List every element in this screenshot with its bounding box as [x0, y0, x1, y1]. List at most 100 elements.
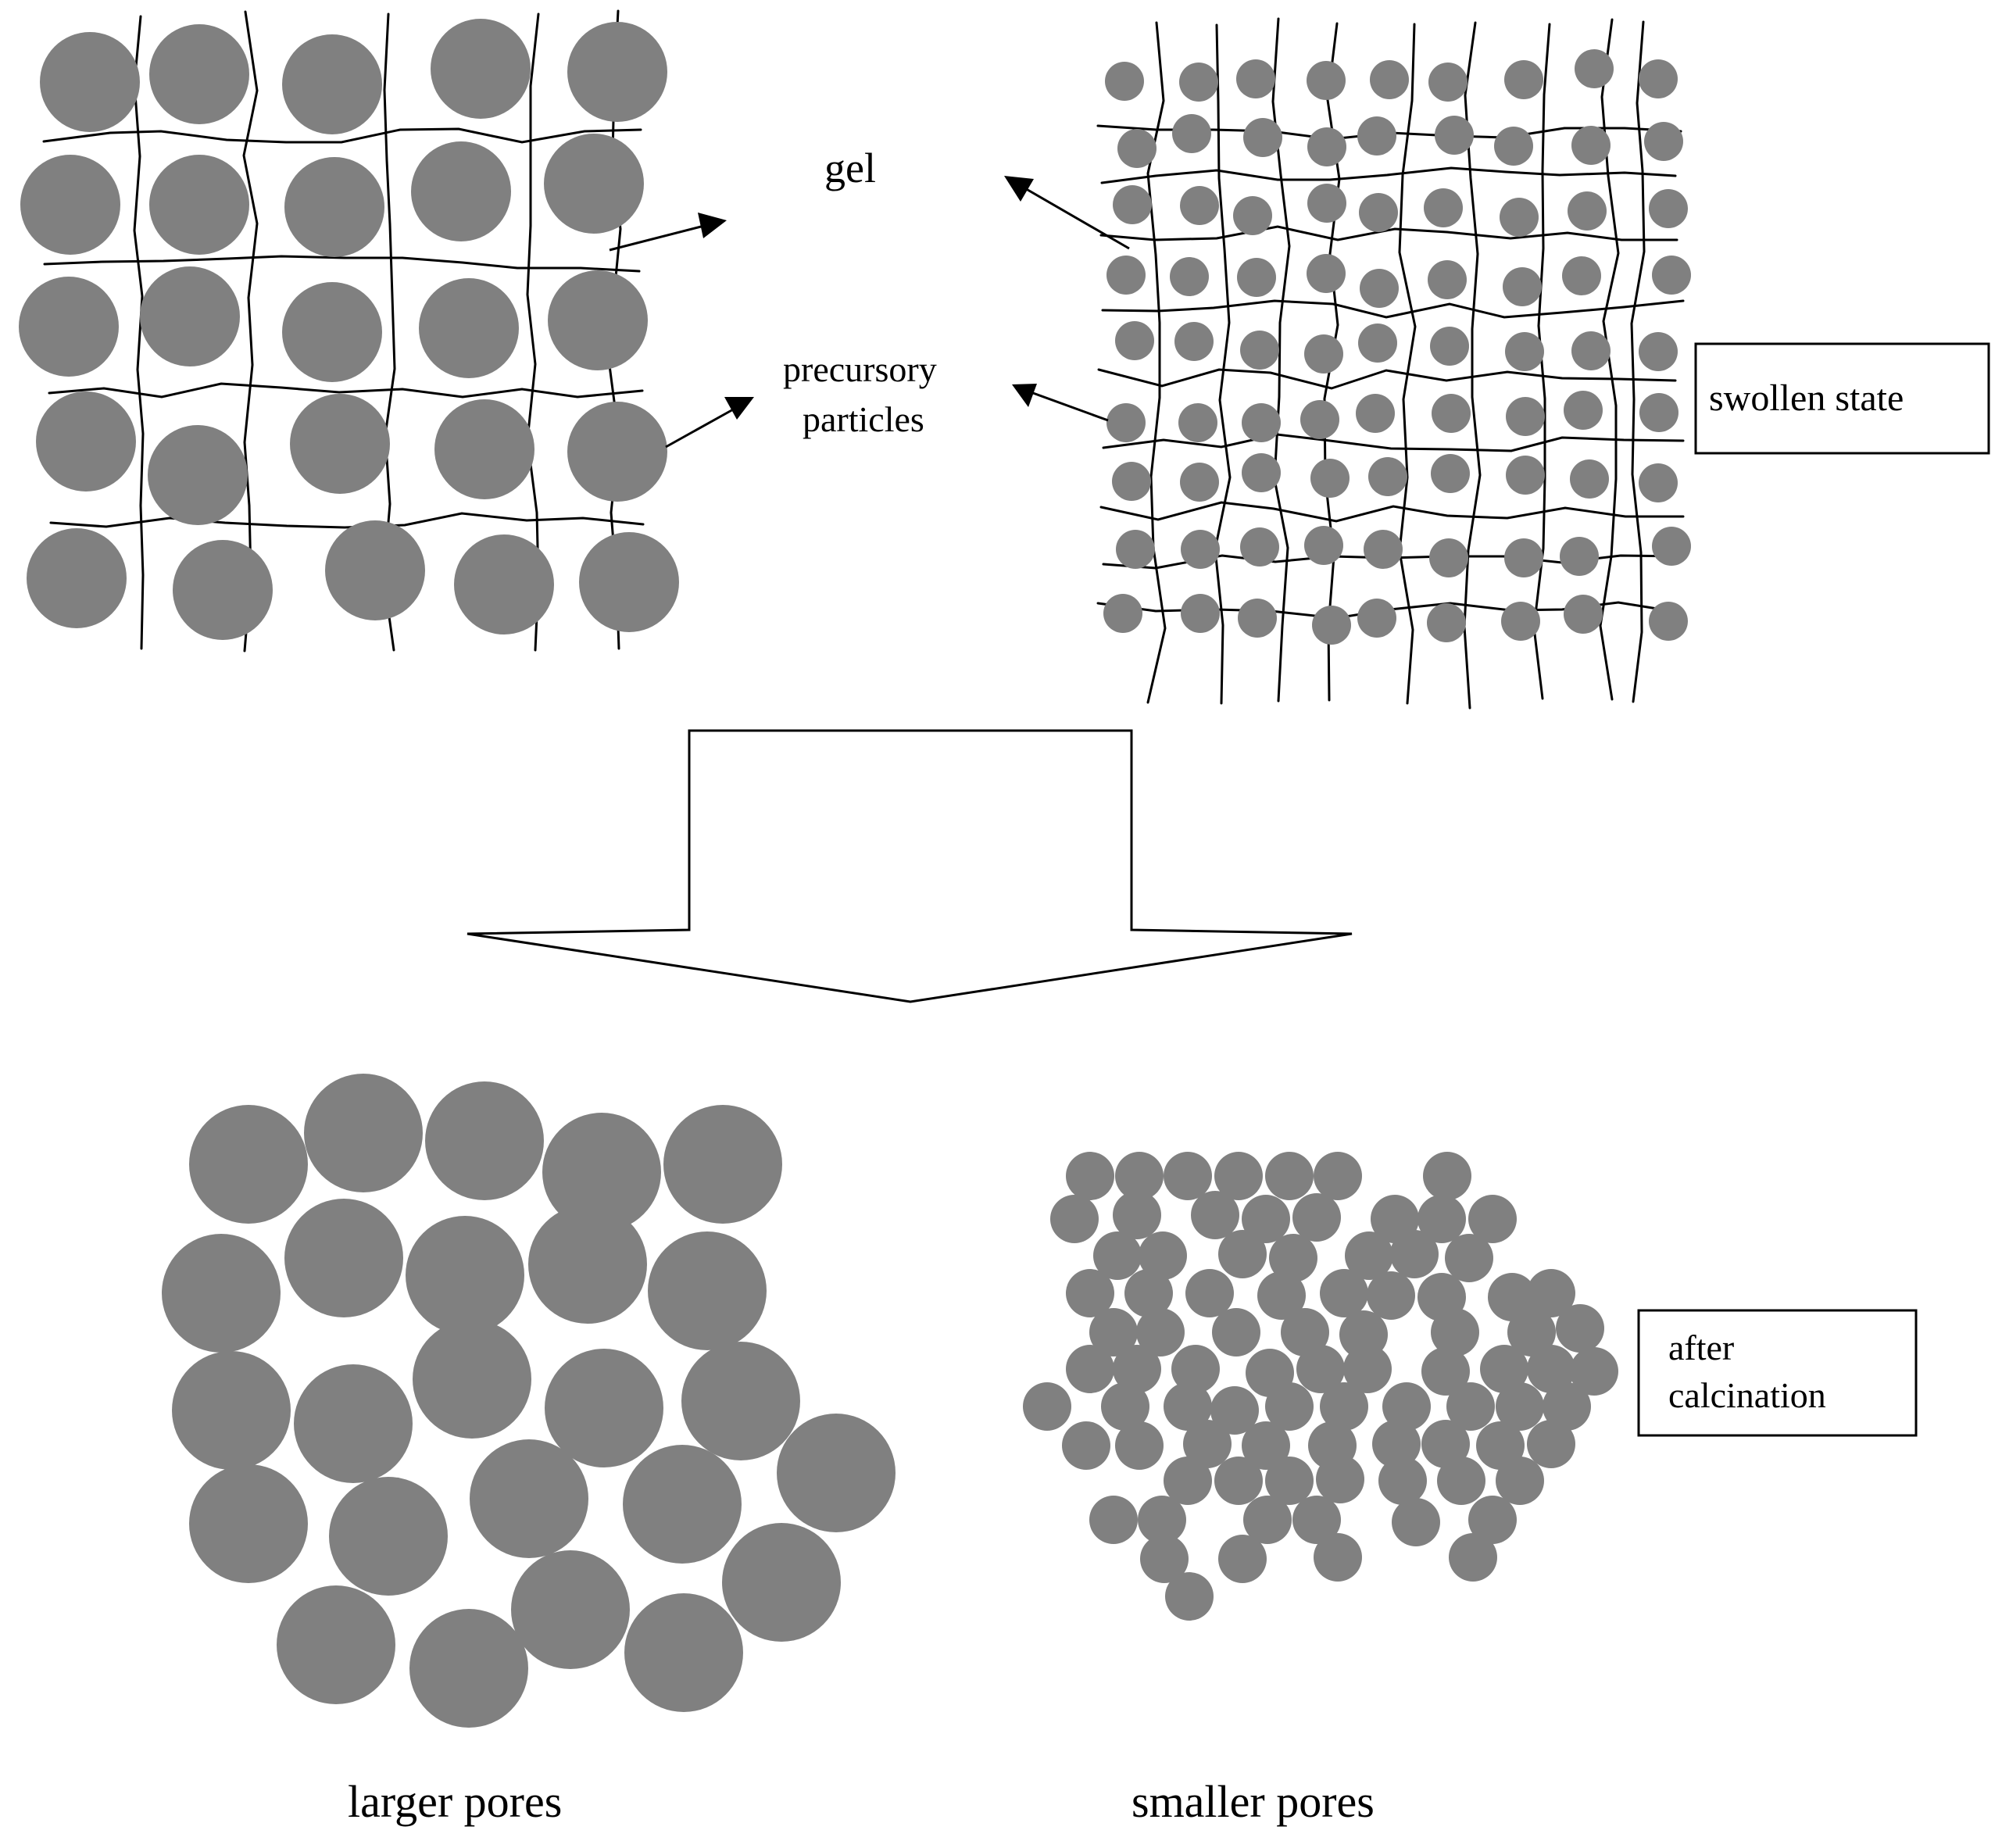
small-particle: [1210, 1386, 1259, 1435]
small-particle: [1292, 1496, 1341, 1544]
mesh-vertical-line: [1146, 21, 1167, 704]
small-particle: [1527, 1269, 1575, 1317]
large-particle: [454, 534, 554, 634]
small-particle: [1314, 1533, 1362, 1582]
small-particle: [1307, 127, 1346, 166]
small-particle: [1571, 331, 1611, 370]
small-particle: [1237, 258, 1276, 297]
large-particle: [36, 391, 136, 491]
large-particle: [189, 1105, 308, 1224]
mesh-vertical-line: [1398, 23, 1417, 705]
small-particle: [1181, 530, 1220, 569]
small-particle: [1265, 1382, 1314, 1431]
mesh-vertical-line: [242, 10, 259, 652]
small-particle: [1265, 1152, 1314, 1200]
small-particle: [1164, 1457, 1212, 1505]
small-particle: [1445, 1234, 1493, 1282]
small-particle: [1115, 1421, 1164, 1470]
mesh-horizontal-line: [1097, 368, 1677, 390]
large-particle: [777, 1414, 896, 1532]
large-particle: [624, 1593, 743, 1712]
small-particle: [1639, 463, 1678, 502]
large-particle: [27, 528, 127, 628]
large-particle: [294, 1364, 413, 1483]
small-particle: [1480, 1345, 1528, 1393]
large-precursor-particles: [19, 19, 679, 640]
small-particle: [1649, 602, 1688, 641]
small-particle: [1357, 116, 1396, 155]
small-particle: [1304, 526, 1343, 565]
large-particle: [567, 402, 667, 502]
small-particle: [1468, 1496, 1517, 1544]
small-particle: [1367, 1271, 1415, 1320]
swollen-state-box: swollen state: [1694, 342, 1990, 455]
large-particle: [149, 155, 249, 255]
mesh-horizontal-line: [1102, 433, 1685, 452]
small-particle: [1242, 403, 1281, 442]
small-particle: [1257, 1271, 1306, 1320]
small-particle: [1105, 62, 1144, 101]
mesh-vertical-line: [1214, 23, 1232, 705]
small-particle: [1307, 61, 1346, 100]
small-particle: [1437, 1457, 1485, 1505]
large-particle: [406, 1216, 524, 1335]
small-particle: [1214, 1457, 1263, 1505]
small-particle: [1164, 1382, 1212, 1431]
large-particle: [548, 270, 648, 370]
mesh-vertical-line: [1532, 23, 1551, 700]
small-particle: [1652, 527, 1691, 566]
small-particle: [1505, 332, 1544, 371]
large-particle: [162, 1234, 281, 1353]
small-particle: [1390, 1230, 1439, 1278]
small-particle: [1382, 1382, 1431, 1431]
swollen-small-particles: [1103, 49, 1691, 645]
small-particle: [1281, 1308, 1329, 1357]
small-particle: [1312, 606, 1351, 645]
small-particle: [1307, 254, 1346, 293]
small-particle: [1468, 1195, 1517, 1243]
small-particle: [1115, 1152, 1164, 1200]
small-particle: [1218, 1535, 1267, 1583]
small-particle: [1183, 1420, 1232, 1468]
small-particle: [1358, 323, 1397, 363]
small-particle: [1214, 1152, 1263, 1200]
mesh-horizontal-line: [1099, 225, 1678, 241]
small-particle: [1649, 189, 1688, 228]
small-particle: [1639, 393, 1678, 432]
large-particle: [623, 1445, 742, 1564]
small-particle: [1430, 327, 1469, 366]
small-particle: [1170, 257, 1209, 296]
mesh-horizontal-line: [43, 255, 641, 273]
large-particle: [470, 1439, 588, 1558]
small-particle: [1543, 1382, 1591, 1431]
mesh-vertical-line: [526, 13, 540, 652]
small-particle: [1296, 1345, 1345, 1393]
small-particle: [1424, 188, 1463, 227]
small-particle: [1427, 603, 1466, 642]
small-particle: [1112, 462, 1151, 501]
large-particle: [189, 1464, 308, 1583]
large-particle: [40, 32, 140, 132]
small-particle: [1446, 1382, 1495, 1431]
large-particle: [140, 266, 240, 366]
large-particle: [277, 1585, 395, 1704]
small-particle: [1304, 334, 1343, 374]
small-particle: [1115, 321, 1154, 360]
small-particle: [1431, 454, 1470, 493]
large-particle: [579, 532, 679, 632]
small-particle: [1164, 1152, 1212, 1200]
small-particle: [1568, 191, 1607, 231]
small-particle: [1113, 1191, 1161, 1239]
large-particle: [528, 1205, 647, 1324]
large-particle: [722, 1523, 841, 1642]
small-particle: [1050, 1195, 1099, 1243]
small-particle: [1564, 391, 1603, 430]
process-down-arrow: [467, 729, 1353, 1003]
small-particle: [1506, 397, 1545, 436]
small-particle: [1345, 1231, 1393, 1280]
small-particle: [1421, 1347, 1470, 1396]
large-particle: [544, 134, 644, 234]
large-particle: [648, 1231, 767, 1350]
large-particle: [304, 1074, 423, 1192]
